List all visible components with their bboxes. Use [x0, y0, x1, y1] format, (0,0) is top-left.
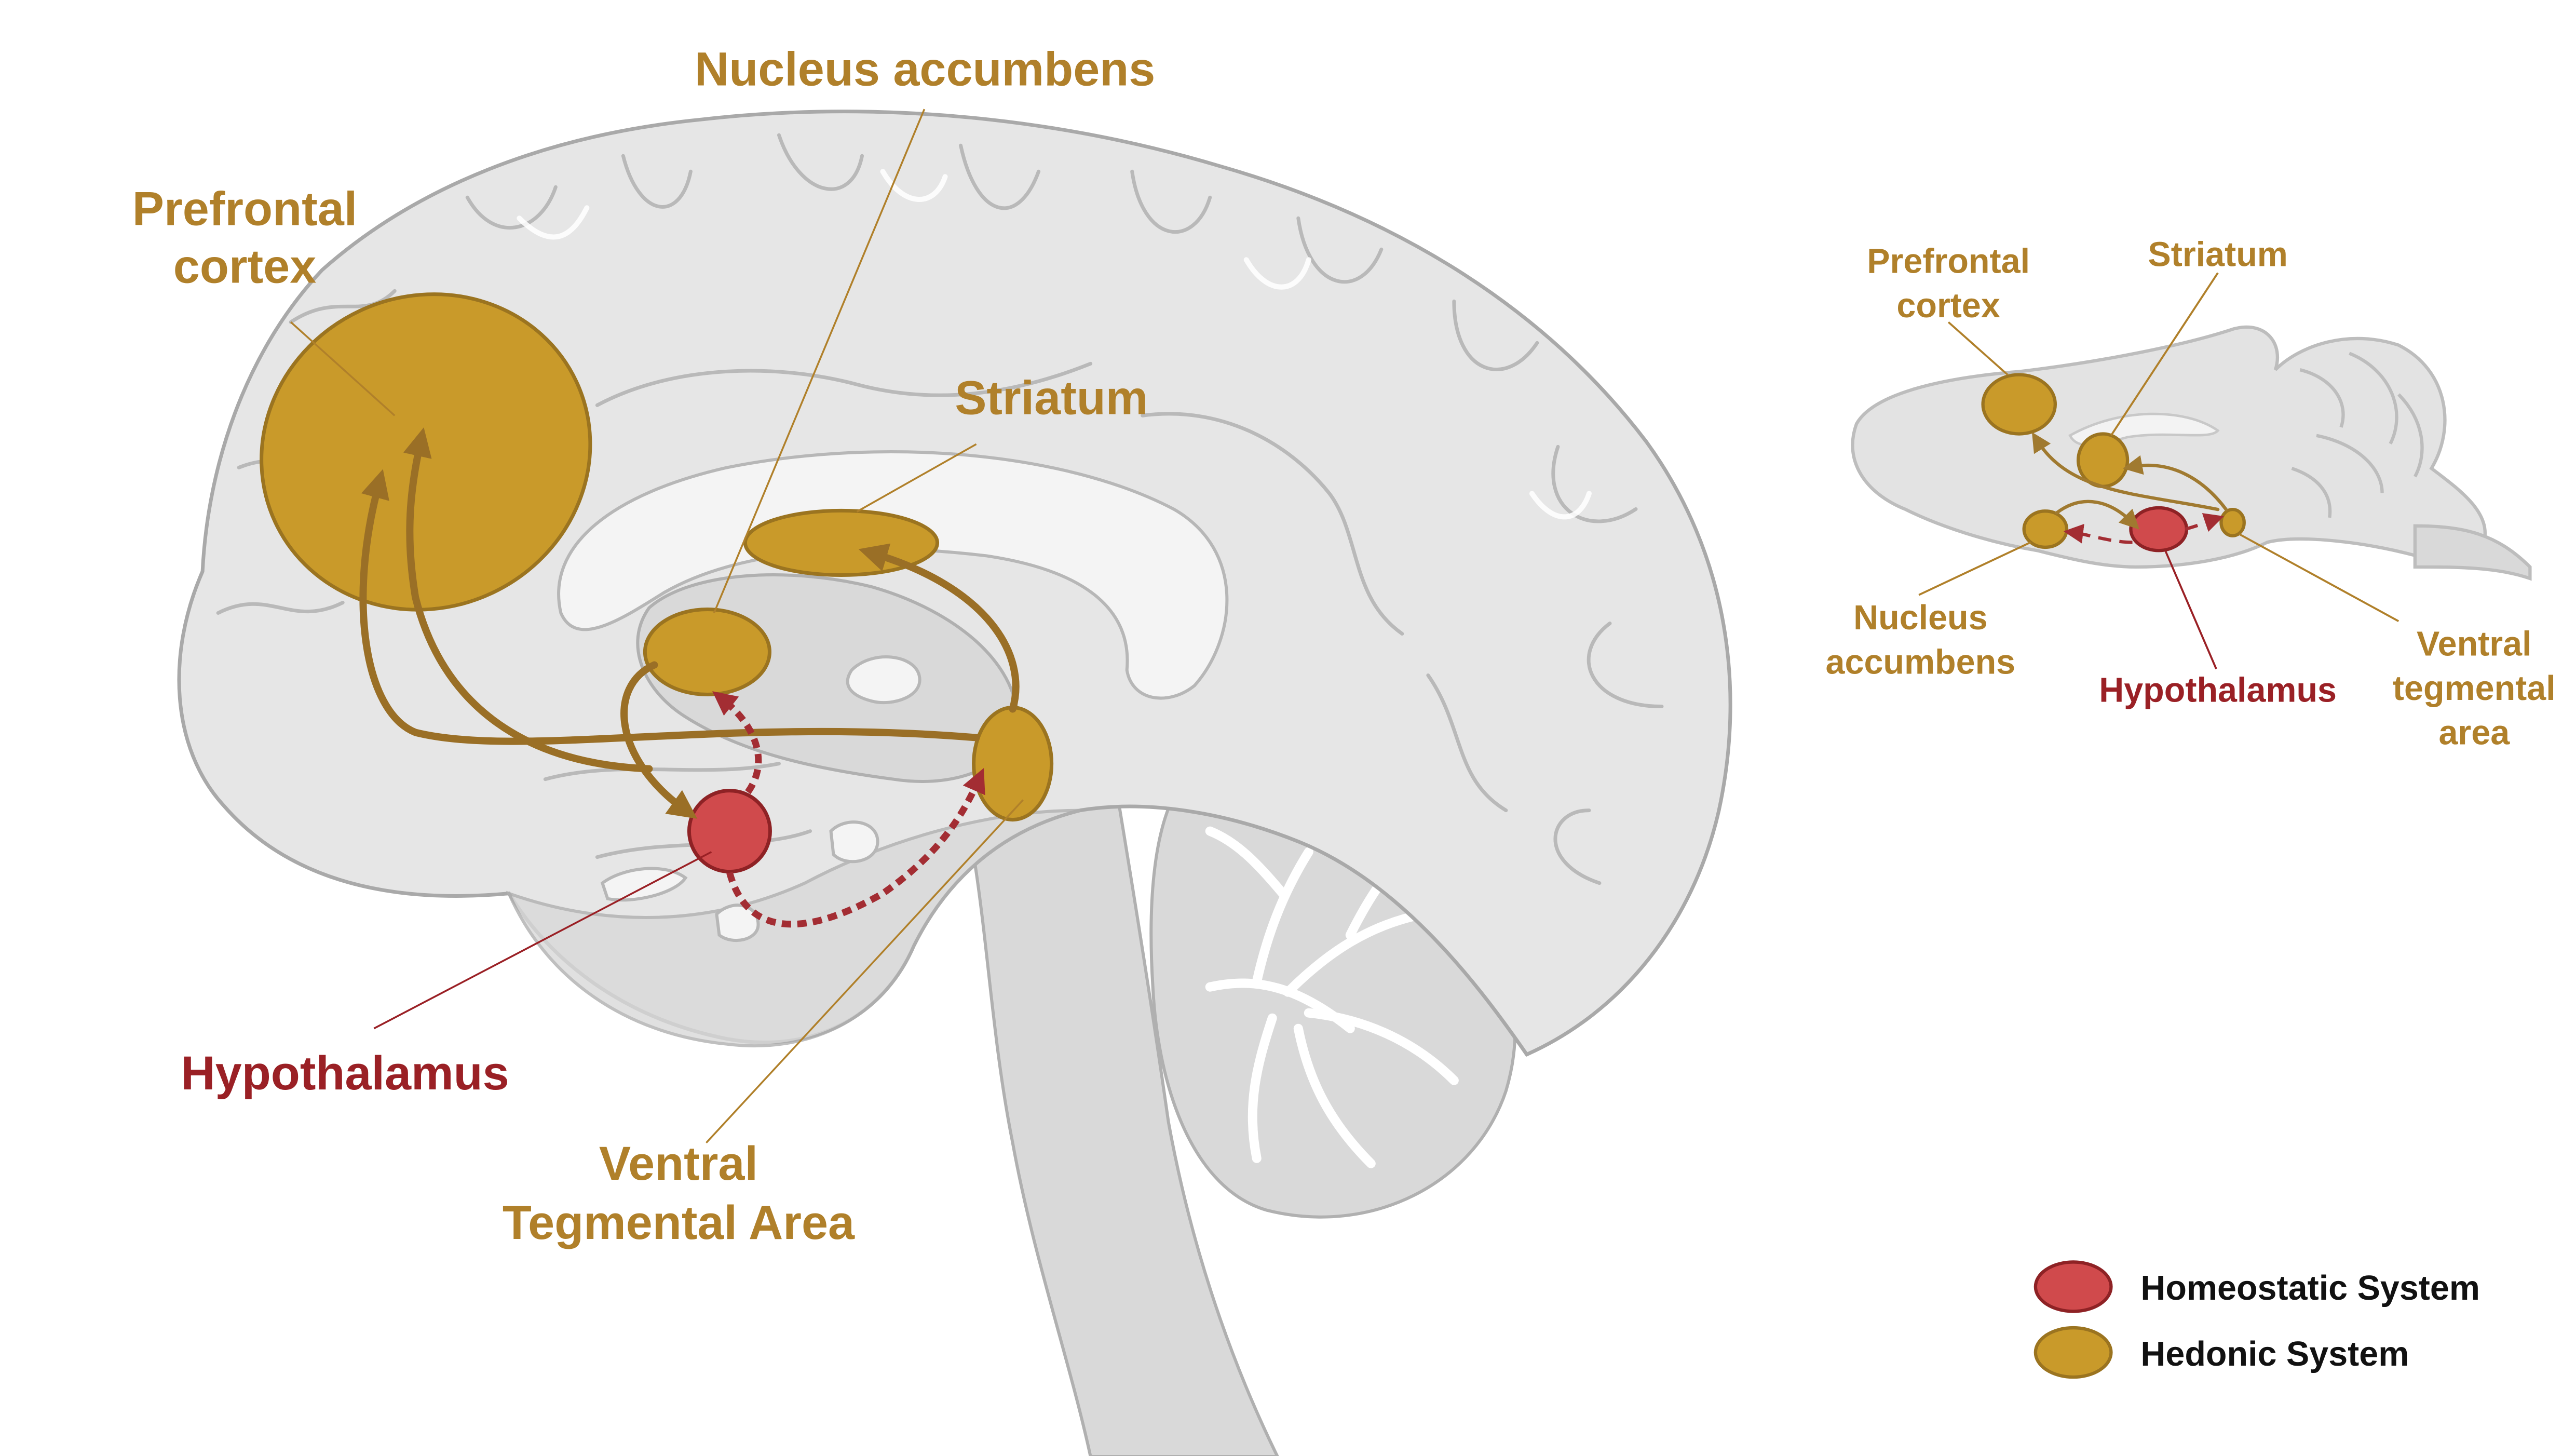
leader-hypothalamus [373, 851, 712, 1030]
rodent-leader-striatum [2110, 272, 2219, 436]
leader-prefrontal [290, 321, 396, 416]
rodent-prefrontal-region [1981, 373, 2057, 436]
rodent-label-accumbens-1: Nucleus [1853, 599, 1987, 637]
pituitary [715, 904, 760, 942]
rodent-label-vta-3: area [2438, 714, 2510, 752]
accumbens-to-hypothalamus-pathway [620, 661, 698, 819]
label-hypothalamus: Hypothalamus [181, 1047, 509, 1100]
rodent-cerebellum-folia [2291, 352, 2424, 518]
mammillary-body [829, 820, 879, 864]
rodent-label-striatum: Striatum [2148, 236, 2287, 274]
label-vta-2: Tegmental Area [503, 1196, 855, 1249]
rodent-accumbens-region [2022, 509, 2069, 549]
label-striatum: Striatum [955, 372, 1148, 425]
arbor-vitae [1205, 826, 1459, 1168]
label-nucleus-accumbens: Nucleus accumbens [695, 43, 1155, 96]
rodent-label-accumbens-2: accumbens [1826, 643, 2016, 682]
rodent-dotted-hypo-to-vta [2185, 513, 2224, 532]
hypothalamus-region [687, 789, 772, 874]
rodent-label-prefrontal-2: cortex [1896, 287, 2000, 325]
rodent-pathway-to-prefrontal [2031, 432, 2220, 511]
rodent-leader-vta [2239, 533, 2399, 622]
legend-hedonic-label: Hedonic System [2140, 1335, 2409, 1373]
rodent-vta-region [2219, 507, 2246, 537]
legend-hedonic-swatch [2033, 1326, 2113, 1379]
label-vta-1: Ventral [599, 1137, 758, 1190]
rodent-pathway-to-striatum [2122, 455, 2228, 511]
hypothalamus-to-vta-pathway [726, 768, 985, 928]
leader-striatum [856, 443, 977, 513]
vta-to-striatum-pathway [858, 543, 1020, 713]
label-prefrontal-2: cortex [173, 240, 316, 293]
legend-homeostatic-swatch [2033, 1260, 2113, 1313]
legend-homeostatic-label: Homeostatic System [2140, 1269, 2480, 1307]
rodent-striatum-region [2076, 432, 2130, 488]
corpus-callosum [557, 450, 1229, 700]
human-labels: Nucleus accumbens Prefrontal cortex Stri… [132, 43, 1156, 1250]
rodent-leader-prefrontal [1947, 321, 2009, 376]
rodent-label-hypothalamus: Hypothalamus [2099, 671, 2337, 709]
label-prefrontal-1: Prefrontal [132, 183, 357, 236]
vta-to-prefrontal-pathway-1 [359, 469, 980, 745]
rodent-spinal-cord [2413, 524, 2532, 581]
rodent-labels: Prefrontal cortex Striatum Nucleus accum… [1826, 236, 2556, 752]
rodent-label-prefrontal-1: Prefrontal [1867, 242, 2030, 280]
rodent-label-vta-2: tegmental [2393, 669, 2556, 708]
interthalamic-adhesion [846, 655, 921, 705]
nucleus-accumbens-region [643, 607, 771, 697]
rodent-leader-hypothalamus [2164, 550, 2217, 669]
rodent-leader-accumbens [1918, 541, 2031, 596]
rodent-label-vta-1: Ventral [2417, 625, 2532, 664]
leader-nucleus-accumbens [713, 109, 926, 614]
hypothalamus-to-accumbens-pathway [712, 691, 762, 794]
rodent-brain [1851, 272, 2532, 669]
leader-vta [706, 799, 1024, 1143]
brainstem [953, 767, 1279, 1456]
vta-to-prefrontal-pathway-2 [403, 427, 653, 773]
rodent-pathway-accumbens-to-hypothalamus [2055, 500, 2140, 530]
rodent-dotted-hypo-to-accumbens [2063, 523, 2133, 544]
human-brain [177, 109, 1732, 1456]
legend: Homeostatic System Hedonic System [2033, 1260, 2480, 1379]
vta-region [972, 706, 1054, 822]
rodent-hypothalamus-region [2129, 506, 2189, 552]
